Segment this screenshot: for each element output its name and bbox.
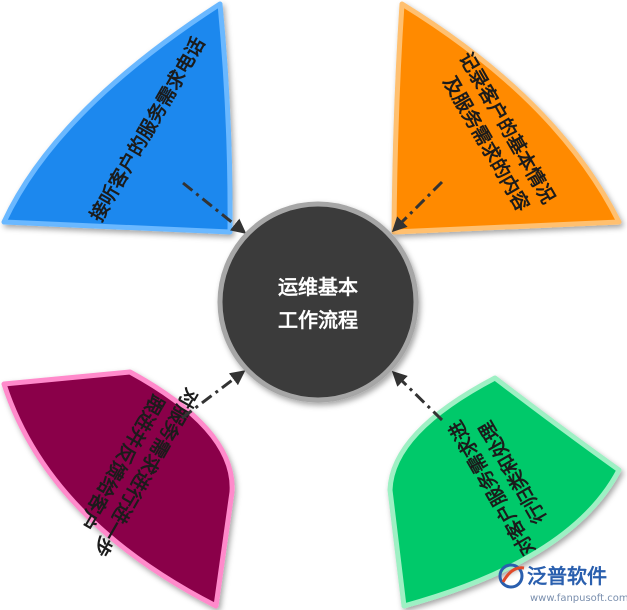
center-title-line2: 工作流程 xyxy=(278,308,358,332)
center-title-line1: 运维基本 xyxy=(278,275,358,299)
arrow-top-right xyxy=(391,180,444,233)
fanpu-logo-icon xyxy=(498,563,525,589)
arrows xyxy=(181,180,444,422)
segment-top-left: 接听客户的服务需求电话 xyxy=(1,1,233,235)
arrow-bottom-right xyxy=(391,370,444,422)
center-node: 运维基本 工作流程 xyxy=(217,201,419,403)
segment-top-right: 记录客户的基本情况 及服务需求的内容 xyxy=(391,1,622,235)
brand-watermark: 泛普软件 www.fanpusoft.com xyxy=(498,563,627,604)
segment-bottom-left: 对服务需求进行进一步 跟进并反馈给客户 xyxy=(1,369,235,609)
brand-name: 泛普软件 xyxy=(527,564,607,588)
brand-url: www.fanpusoft.com xyxy=(530,593,627,604)
